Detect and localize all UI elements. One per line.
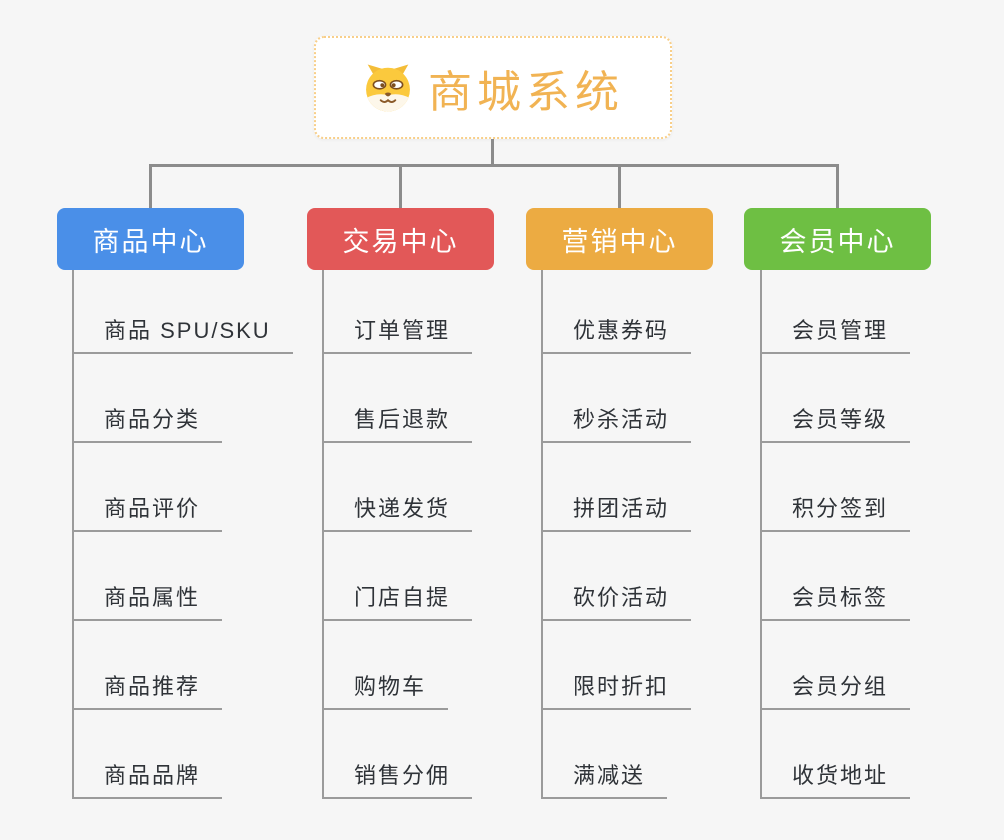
leaf-node[interactable]: 收货地址 <box>762 710 911 799</box>
leaf-node[interactable]: 快递发货 <box>324 443 473 532</box>
leaf-node[interactable]: 商品 SPU/SKU <box>74 270 293 354</box>
branch-node-member-center[interactable]: 会员中心 <box>744 208 931 270</box>
branch-node-trade-center[interactable]: 交易中心 <box>307 208 494 270</box>
leaf-node[interactable]: 会员管理 <box>762 270 911 354</box>
leaf-label[interactable]: 收货地址 <box>762 758 911 799</box>
leaf-label[interactable]: 砍价活动 <box>543 580 692 621</box>
leaf-node[interactable]: 优惠券码 <box>543 270 692 354</box>
branch-subtree-trade-center: 订单管理 售后退款 快递发货 门店自提 购物车 销售分佣 <box>322 270 473 799</box>
leaf-label[interactable]: 商品推荐 <box>74 669 223 710</box>
leaf-label[interactable]: 商品属性 <box>74 580 223 621</box>
leaf-label[interactable]: 商品 SPU/SKU <box>74 313 293 354</box>
root-node-mall-system[interactable]: 商城系统 <box>314 36 672 139</box>
connector-drop-trade <box>399 164 402 208</box>
leaf-label[interactable]: 销售分佣 <box>324 758 473 799</box>
leaf-node[interactable]: 商品属性 <box>74 532 293 621</box>
leaf-node[interactable]: 秒杀活动 <box>543 354 692 443</box>
leaf-label[interactable]: 满减送 <box>543 758 668 799</box>
leaf-node[interactable]: 会员标签 <box>762 532 911 621</box>
leaf-node[interactable]: 商品分类 <box>74 354 293 443</box>
leaf-label[interactable]: 会员分组 <box>762 669 911 710</box>
leaf-node[interactable]: 拼团活动 <box>543 443 692 532</box>
branch-node-product-center[interactable]: 商品中心 <box>57 208 244 270</box>
leaf-node[interactable]: 满减送 <box>543 710 691 799</box>
leaf-label[interactable]: 售后退款 <box>324 402 473 443</box>
leaf-label[interactable]: 会员等级 <box>762 402 911 443</box>
leaf-node[interactable]: 售后退款 <box>324 354 473 443</box>
dog-face-icon <box>366 63 410 112</box>
leaf-node[interactable]: 商品评价 <box>74 443 293 532</box>
leaf-node[interactable]: 商品品牌 <box>74 710 293 799</box>
leaf-node[interactable]: 订单管理 <box>324 270 473 354</box>
leaf-node[interactable]: 积分签到 <box>762 443 911 532</box>
leaf-node[interactable]: 限时折扣 <box>543 621 692 710</box>
leaf-label[interactable]: 快递发货 <box>324 491 473 532</box>
leaf-node[interactable]: 销售分佣 <box>324 710 473 799</box>
leaf-label[interactable]: 商品分类 <box>74 402 223 443</box>
root-node-title: 商城系统 <box>428 67 624 117</box>
leaf-label[interactable]: 拼团活动 <box>543 491 692 532</box>
connector-root-trunk <box>491 139 494 164</box>
connector-drop-marketing <box>618 164 621 208</box>
leaf-label[interactable]: 会员管理 <box>762 313 911 354</box>
connector-horizontal-bar <box>149 164 839 167</box>
branch-subtree-product-center: 商品 SPU/SKU 商品分类 商品评价 商品属性 商品推荐 商品品牌 <box>72 270 293 799</box>
leaf-label[interactable]: 购物车 <box>324 669 449 710</box>
leaf-node[interactable]: 商品推荐 <box>74 621 293 710</box>
leaf-node[interactable]: 会员等级 <box>762 354 911 443</box>
leaf-label[interactable]: 限时折扣 <box>543 669 692 710</box>
connector-drop-member <box>836 164 839 208</box>
connector-drop-product <box>149 164 152 208</box>
leaf-label[interactable]: 门店自提 <box>324 580 473 621</box>
leaf-label[interactable]: 商品评价 <box>74 491 223 532</box>
leaf-label[interactable]: 会员标签 <box>762 580 911 621</box>
leaf-label[interactable]: 积分签到 <box>762 491 911 532</box>
leaf-node[interactable]: 砍价活动 <box>543 532 692 621</box>
leaf-label[interactable]: 订单管理 <box>324 313 473 354</box>
leaf-node[interactable]: 购物车 <box>324 621 472 710</box>
leaf-label[interactable]: 优惠券码 <box>543 313 692 354</box>
branch-node-marketing-center[interactable]: 营销中心 <box>526 208 713 270</box>
leaf-label[interactable]: 商品品牌 <box>74 758 223 799</box>
leaf-node[interactable]: 门店自提 <box>324 532 473 621</box>
leaf-node[interactable]: 会员分组 <box>762 621 911 710</box>
branch-subtree-member-center: 会员管理 会员等级 积分签到 会员标签 会员分组 收货地址 <box>760 270 911 799</box>
branch-subtree-marketing-center: 优惠券码 秒杀活动 拼团活动 砍价活动 限时折扣 满减送 <box>541 270 692 799</box>
leaf-label[interactable]: 秒杀活动 <box>543 402 692 443</box>
